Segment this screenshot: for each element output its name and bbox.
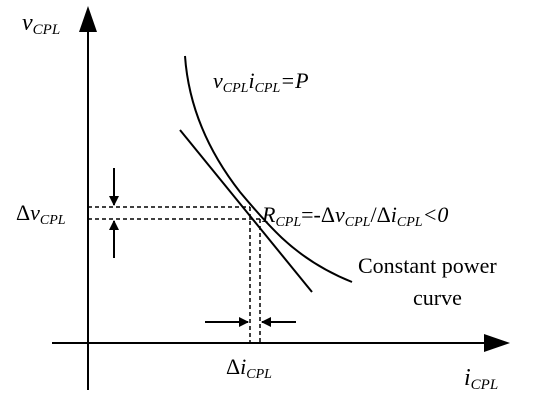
constant-power-caption-line2: curve <box>413 285 462 310</box>
constant-power-caption-line1: Constant power <box>358 253 497 278</box>
y-axis-arrowhead <box>79 6 97 32</box>
dashed-guides <box>88 206 261 343</box>
constant-power-curve <box>184 55 353 283</box>
resistance-equation: RCPL=-ΔvCPL/ΔiCPL<0 <box>261 202 448 230</box>
curve-equation: vCPLiCPL=P <box>213 68 309 96</box>
x-axis-label: iCPL <box>464 365 498 393</box>
x-axis-arrowhead <box>484 334 510 352</box>
delta-i-label: ΔiCPL <box>226 354 272 382</box>
tangent-line <box>179 129 313 293</box>
delta-v-label: ΔvCPL <box>16 200 66 228</box>
y-axis-label: vCPL <box>22 10 60 38</box>
